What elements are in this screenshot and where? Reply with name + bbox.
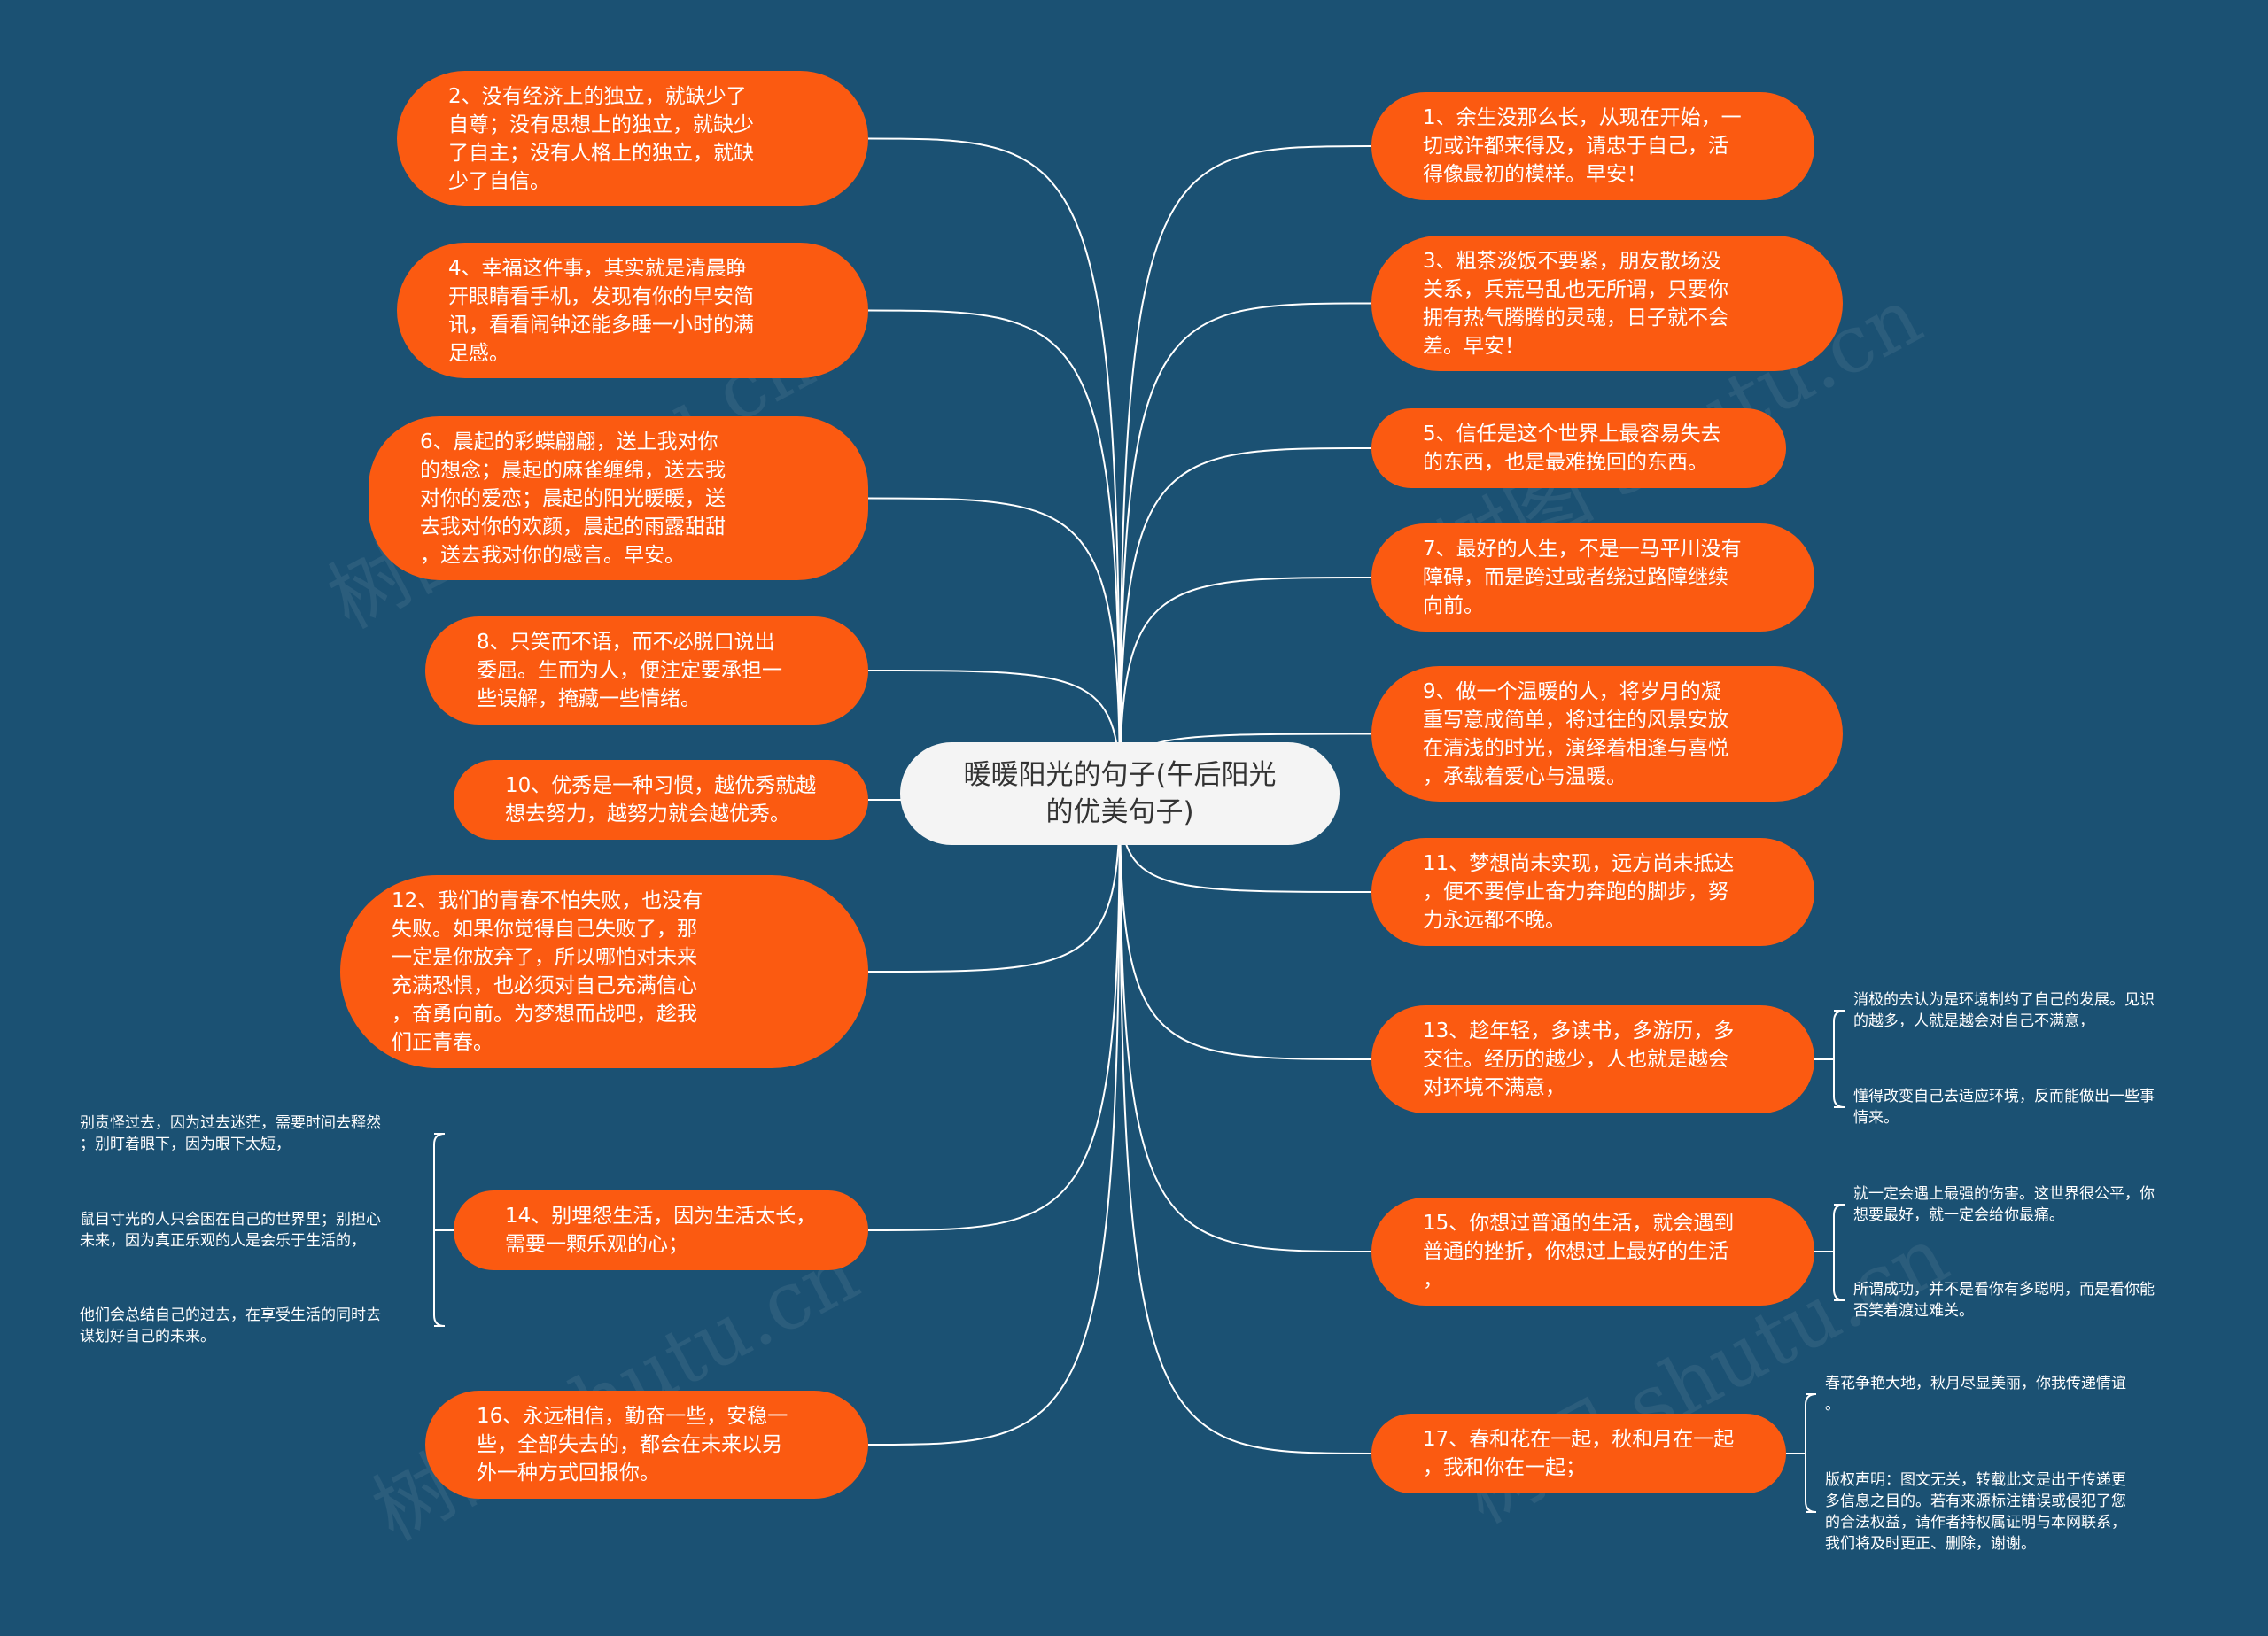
connector-line <box>1119 447 1372 795</box>
connector-line <box>1119 577 1372 795</box>
topic-node-text: 9、做一个温暖的人，将岁月的凝 重写意成简单，将过往的风景安放 在清浅的时光，演… <box>1423 679 1728 788</box>
connector-line <box>1119 793 1372 1060</box>
topic-node-text: 1、余生没那么长，从现在开始，一 切或许都来得及，请忠于自己，活 得像最初的模样… <box>1423 106 1742 186</box>
topic-node-text: 17、春和花在一起，秋和月在一起 ，我和你在一起； <box>1423 1428 1735 1479</box>
topic-node-7[interactable]: 7、最好的人生，不是一马平川没有 障碍，而是跨过或者绕过路障继续 向前。 <box>1371 523 1814 632</box>
connector-line <box>867 793 1121 1446</box>
topic-node-13[interactable]: 13、趁年轻，多读书，多游历，多 交往。经历的越少，人也就是越会 对环境不满意， <box>1371 1005 1814 1113</box>
sub-note[interactable]: 就一定会遇上最强的伤害。这世界很公平，你 想要最好，就一定会给你最痛。 <box>1853 1185 2155 1224</box>
sub-note[interactable]: 鼠目寸光的人只会困在自己的世界里；别担心 未来，因为真正乐观的人是会乐于生活的， <box>80 1211 381 1250</box>
topic-node-11[interactable]: 11、梦想尚未实现，远方尚未抵达 ，便不要停止奋力奔跑的脚步，努 力永远都不晚。 <box>1371 838 1814 946</box>
connector-line <box>867 309 1121 795</box>
topic-node-text: 12、我们的青春不怕失败，也没有 失败。如果你觉得自己失败了，那 一定是你放弃了… <box>392 889 703 1054</box>
topic-node-6[interactable]: 6、晨起的彩蝶翩翩，送上我对你 的想念；晨起的麻雀缠绵，送去我 对你的爱恋；晨起… <box>369 416 868 580</box>
topic-node-text: 11、梦想尚未实现，远方尚未抵达 ，便不要停止奋力奔跑的脚步，努 力永远都不晚。 <box>1423 852 1735 932</box>
topic-node-5[interactable]: 5、信任是这个世界上最容易失去 的东西，也是最难挽回的东西。 <box>1371 408 1786 488</box>
topic-node-text: 4、幸福这件事，其实就是清晨睁 开眼睛看手机，发现有你的早安简 讯，看看闹钟还能… <box>448 256 754 365</box>
topic-node-text: 8、只笑而不语，而不必脱口说出 委屈。生而为人，便注定要承担一 些误解，掩藏一些… <box>477 631 782 710</box>
topic-node-2[interactable]: 2、没有经济上的独立，就缺少了 自尊；没有思想上的独立，就缺少 了自主；没有人格… <box>397 71 868 206</box>
connector-line <box>867 137 1121 795</box>
topic-node-12[interactable]: 12、我们的青春不怕失败，也没有 失败。如果你觉得自己失败了，那 一定是你放弃了… <box>340 875 868 1068</box>
sub-note[interactable]: 他们会总结自己的过去，在享受生活的同时去 谋划好自己的未来。 <box>80 1306 381 1345</box>
topic-node-text: 3、粗茶淡饭不要紧，朋友散场没 关系，兵荒马乱也无所谓，只要你 拥有热气腾腾的灵… <box>1423 249 1728 358</box>
topic-node-text: 16、永远相信，勤奋一些，安稳一 些，全部失去的，都会在未来以另 外一种方式回报… <box>477 1405 788 1485</box>
topic-node-text: 10、优秀是一种习惯，越优秀就越 想去努力，越努力就会越优秀。 <box>505 774 817 826</box>
topic-node-4[interactable]: 4、幸福这件事，其实就是清晨睁 开眼睛看手机，发现有你的早安简 讯，看看闹钟还能… <box>397 243 868 378</box>
central-topic-text: 暖暖阳光的句子(午后阳光 的优美句子) <box>963 759 1277 828</box>
sub-note[interactable]: 消极的去认为是环境制约了自己的发展。见识 的越多，人就是越会对自己不满意， <box>1853 991 2155 1030</box>
sub-note[interactable]: 别责怪过去，因为过去迷茫，需要时间去释然 ；别盯着眼下，因为眼下太短， <box>80 1114 381 1153</box>
topic-node-15[interactable]: 15、你想过普通的生活，就会遇到 普通的挫折，你想过上最好的生活 ， <box>1371 1198 1814 1306</box>
topic-node-text: 5、信任是这个世界上最容易失去 的东西，也是最难挽回的东西。 <box>1423 423 1721 474</box>
topic-node-10[interactable]: 10、优秀是一种习惯，越优秀就越 想去努力，越努力就会越优秀。 <box>454 760 868 840</box>
topic-node-3[interactable]: 3、粗茶淡饭不要紧，朋友散场没 关系，兵荒马乱也无所谓，只要你 拥有热气腾腾的灵… <box>1371 236 1843 371</box>
topic-node-text: 2、没有经济上的独立，就缺少了 自尊；没有思想上的独立，就缺少 了自主；没有人格… <box>448 84 754 193</box>
sub-note[interactable]: 懂得改变自己去适应环境，反而能做出一些事 情来。 <box>1853 1088 2155 1127</box>
bracket-line <box>1833 1010 1845 1108</box>
bracket-line <box>1833 1204 1845 1301</box>
topic-node-text: 15、你想过普通的生活，就会遇到 普通的挫折，你想过上最好的生活 ， <box>1423 1212 1735 1291</box>
connector-line <box>867 497 1121 795</box>
topic-node-16[interactable]: 16、永远相信，勤奋一些，安稳一 些，全部失去的，都会在未来以另 外一种方式回报… <box>425 1391 868 1499</box>
topic-node-9[interactable]: 9、做一个温暖的人，将岁月的凝 重写意成简单，将过往的风景安放 在清浅的时光，演… <box>1371 666 1843 802</box>
topic-node-8[interactable]: 8、只笑而不语，而不必脱口说出 委屈。生而为人，便注定要承担一 些误解，掩藏一些… <box>425 616 868 725</box>
connector-line <box>1119 145 1372 795</box>
topic-node-text: 7、最好的人生，不是一马平川没有 障碍，而是跨过或者绕过路障继续 向前。 <box>1423 538 1742 617</box>
sub-note[interactable]: 春花争艳大地，秋月尽显美丽，你我传递情谊 。 <box>1825 1375 2126 1414</box>
topic-node-text: 13、趁年轻，多读书，多游历，多 交往。经历的越少，人也就是越会 对环境不满意， <box>1423 1020 1735 1099</box>
connector-line <box>1119 302 1372 795</box>
sub-note[interactable]: 版权声明：图文无关，转载此文是出于传递更 多信息之目的。若有来源标注错误或侵犯了… <box>1825 1471 2126 1553</box>
connector-line <box>867 793 1121 973</box>
connector-line <box>1119 793 1372 1454</box>
sub-note[interactable]: 所谓成功，并不是看你有多聪明，而是看你能 否笑着渡过难关。 <box>1853 1281 2155 1320</box>
connector-line <box>867 793 1121 1231</box>
topic-node-14[interactable]: 14、别埋怨生活，因为生活太长， 需要一颗乐观的心； <box>454 1190 868 1270</box>
topic-node-1[interactable]: 1、余生没那么长，从现在开始，一 切或许都来得及，请忠于自己，活 得像最初的模样… <box>1371 92 1814 200</box>
topic-node-text: 6、晨起的彩蝶翩翩，送上我对你 的想念；晨起的麻雀缠绵，送去我 对你的爱恋；晨起… <box>420 430 726 567</box>
central-topic[interactable]: 暖暖阳光的句子(午后阳光 的优美句子) <box>900 742 1340 845</box>
topic-node-text: 14、别埋怨生活，因为生活太长， 需要一颗乐观的心； <box>505 1205 817 1256</box>
connector-line <box>1119 793 1372 1252</box>
bracket-line <box>1805 1393 1817 1513</box>
topic-node-17[interactable]: 17、春和花在一起，秋和月在一起 ，我和你在一起； <box>1371 1414 1786 1493</box>
